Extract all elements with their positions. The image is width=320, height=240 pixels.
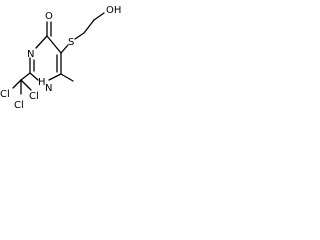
- bond-c6-n1: [48, 73, 62, 81]
- chlorine-1-label: Cl: [0, 89, 10, 100]
- ring-nh-n-label: N: [45, 83, 52, 94]
- chlorine-2-label: Cl: [14, 100, 24, 111]
- chlorine-3-label: Cl: [29, 91, 39, 102]
- ring-n3-label: N: [27, 49, 34, 60]
- bond-ccl3-cl1: [12, 79, 22, 89]
- bond-oh-c1: [93, 12, 105, 21]
- bond-c2-s: [74, 32, 85, 40]
- bonds: [12, 12, 105, 95]
- hydroxyl-label: OH: [106, 5, 121, 16]
- bond-ccl3-cl3: [20, 79, 32, 91]
- sulfur-label: S: [68, 37, 74, 48]
- ring-nh-h-label: H: [38, 77, 46, 88]
- bond-c1-c2: [83, 19, 95, 34]
- bond-c2-ccl3: [20, 72, 31, 81]
- atom-labels: OH S O N H N Cl Cl Cl: [0, 5, 121, 111]
- carbonyl-oxygen-label: O: [45, 11, 53, 22]
- bond-n1-c2: [29, 72, 39, 81]
- bond-c6-methyl: [60, 73, 74, 82]
- molecule-structure: OH S O N H N Cl Cl Cl: [0, 5, 121, 111]
- bond-c4-c5: [46, 35, 62, 54]
- bond-s-c5: [60, 44, 69, 54]
- bond-n3-c4: [35, 35, 48, 49]
